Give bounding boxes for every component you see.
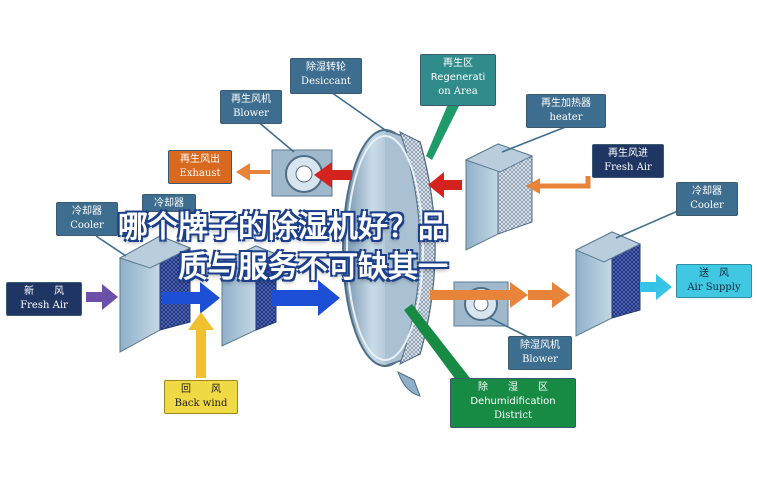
arrow-back-wind <box>188 312 214 378</box>
regen-area-pointer <box>426 104 460 160</box>
regen-heater-unit <box>464 143 534 251</box>
desiccant-wheel <box>342 129 436 397</box>
overlay-line-2: 质与服务不可缺其一 <box>178 250 448 285</box>
dehum-blower-unit <box>453 281 509 327</box>
cooler-left-unit <box>118 235 192 353</box>
arrow-process-orange <box>430 282 570 308</box>
overlay-headline: 哪个牌子的除湿机好？品 质与服务不可缺其一 <box>118 208 638 288</box>
arrow-process-blue-1 <box>162 282 220 314</box>
arrow-regen-red-2 <box>428 172 462 198</box>
arrow-regen-red-1 <box>314 162 352 188</box>
regen-blower-unit <box>271 149 333 197</box>
dehum-district-pointer <box>404 304 470 380</box>
arrow-process-blue-2 <box>272 280 340 316</box>
arrow-fresh-air-in <box>86 284 118 310</box>
cooler-mid-unit <box>220 245 278 347</box>
label-cooler-mid: 冷却器 <box>142 194 196 212</box>
arrow-regen-fresh-air <box>526 176 591 194</box>
overlay-line-1: 哪个牌子的除湿机好？品 <box>118 210 448 245</box>
arrow-exhaust <box>236 163 270 181</box>
cooler-right-unit <box>574 231 642 337</box>
arrow-air-supply <box>640 274 672 300</box>
